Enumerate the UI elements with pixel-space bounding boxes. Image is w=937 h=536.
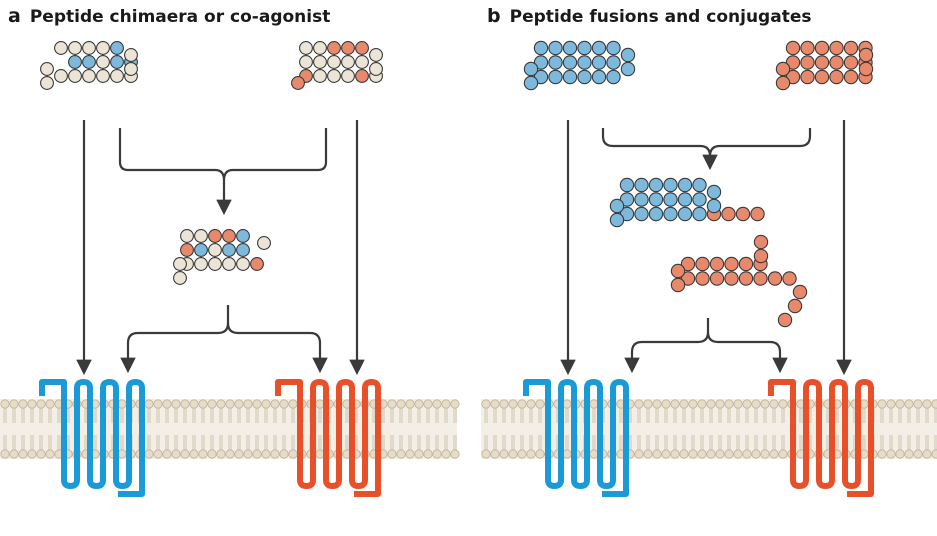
merge-lines-a xyxy=(118,128,232,216)
split-lines-a xyxy=(120,305,230,374)
bead xyxy=(706,184,722,200)
bead xyxy=(858,47,874,63)
peptide-chains xyxy=(40,40,874,328)
bead xyxy=(257,236,271,250)
bead xyxy=(124,62,138,76)
bead xyxy=(523,75,539,91)
bead xyxy=(620,47,636,63)
bead xyxy=(753,234,769,250)
bead xyxy=(173,257,187,271)
bead xyxy=(775,75,791,91)
arrows-b xyxy=(560,120,852,376)
peptide-b-fusion-red xyxy=(680,256,797,286)
receptor-icon-red-b xyxy=(768,379,874,497)
bead xyxy=(173,271,187,285)
peptide-a-left xyxy=(54,41,138,83)
peptide-b-left xyxy=(533,40,621,85)
merge-lines-b xyxy=(601,128,718,171)
peptide-a-right xyxy=(299,41,383,83)
bead xyxy=(706,198,722,214)
bead xyxy=(753,248,769,264)
bead xyxy=(523,61,539,77)
receptor-icon-red-a xyxy=(275,379,381,497)
bead xyxy=(369,62,383,76)
split-lines-b xyxy=(624,318,710,374)
bead xyxy=(40,62,54,76)
peptide-b-fusion-blue xyxy=(619,177,765,222)
bead xyxy=(792,284,808,300)
receptor-icon-blue-b xyxy=(523,379,629,497)
receptors xyxy=(39,379,874,497)
bead xyxy=(609,198,625,214)
bead xyxy=(609,212,625,228)
bead xyxy=(777,312,793,328)
bead xyxy=(670,277,686,293)
bead xyxy=(40,76,54,90)
arrows-a xyxy=(76,120,365,376)
peptide-b-right xyxy=(785,40,873,85)
bead xyxy=(124,48,138,62)
bead xyxy=(858,61,874,77)
bead xyxy=(787,298,803,314)
bead xyxy=(775,61,791,77)
peptide-a-chimaera xyxy=(180,229,264,271)
lipid-bilayer-a xyxy=(0,399,460,459)
bead xyxy=(369,48,383,62)
bead xyxy=(291,76,305,90)
bead xyxy=(670,263,686,279)
receptor-icon-blue-a xyxy=(39,379,145,497)
bead xyxy=(620,61,636,77)
